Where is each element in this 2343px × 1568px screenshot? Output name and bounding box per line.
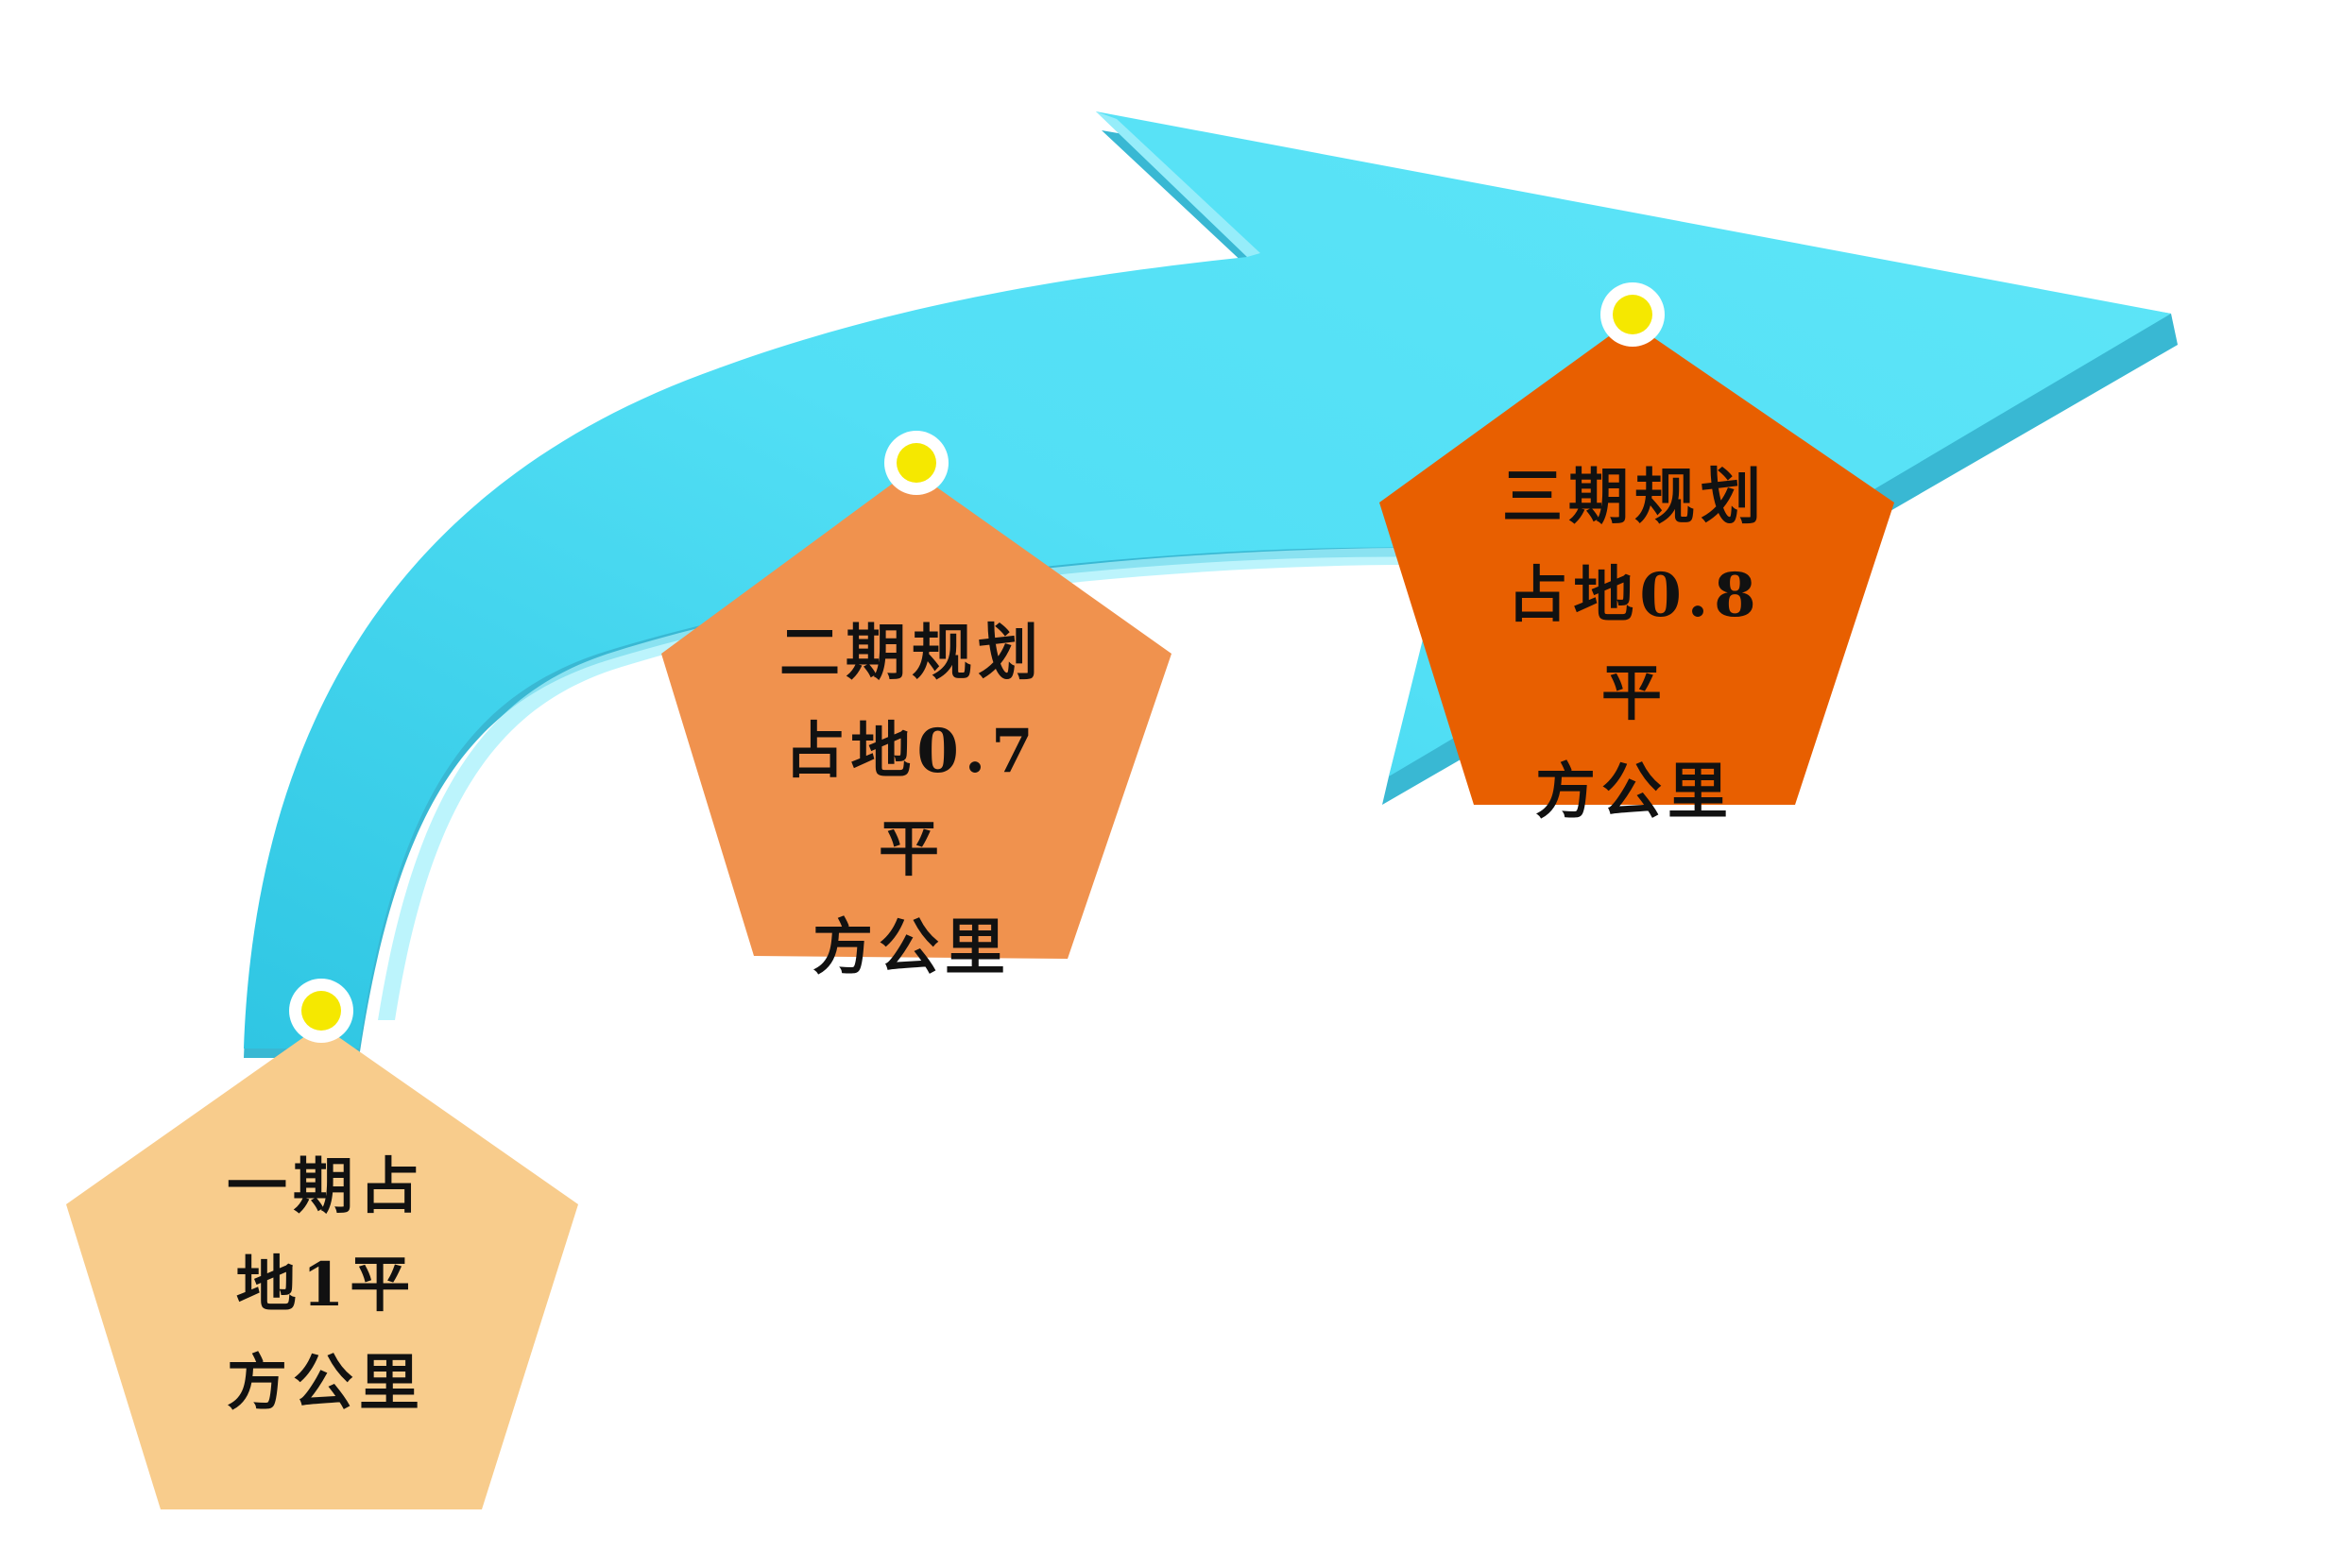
first-stage-label-line: 一期占 (227, 1151, 425, 1222)
third-stage-pin-dot (1613, 295, 1652, 334)
second-stage-label: 二期规划占地0.7平方公里 (770, 605, 1053, 997)
second-stage-label-line: 方公里 (812, 912, 1011, 983)
arrow-head-highlight (1096, 111, 1260, 257)
third-stage-label-line: 占地0.8平 (1507, 560, 1762, 729)
first-stage-label-line: 地1平 (235, 1250, 417, 1321)
third-stage-label-line: 方公里 (1535, 757, 1734, 827)
third-stage-label: 三期规划占地0.8平方公里 (1493, 449, 1776, 842)
first-stage-pin-dot (301, 991, 341, 1031)
second-stage-pentagon (661, 469, 1172, 959)
arrow-top-face (244, 111, 2171, 1048)
third-stage-pentagon (1379, 321, 1894, 805)
first-stage-pentagon (66, 1025, 578, 1509)
second-stage-pin-dot (897, 443, 936, 483)
first-stage-label-line: 方公里 (227, 1348, 425, 1419)
second-stage-label-line: 二期规划 (779, 618, 1044, 689)
second-stage-label-line: 占地0.7平 (784, 716, 1039, 885)
third-stage-label-line: 三期规划 (1502, 462, 1767, 533)
first-stage-label: 一期占地1平方公里 (184, 1138, 468, 1433)
